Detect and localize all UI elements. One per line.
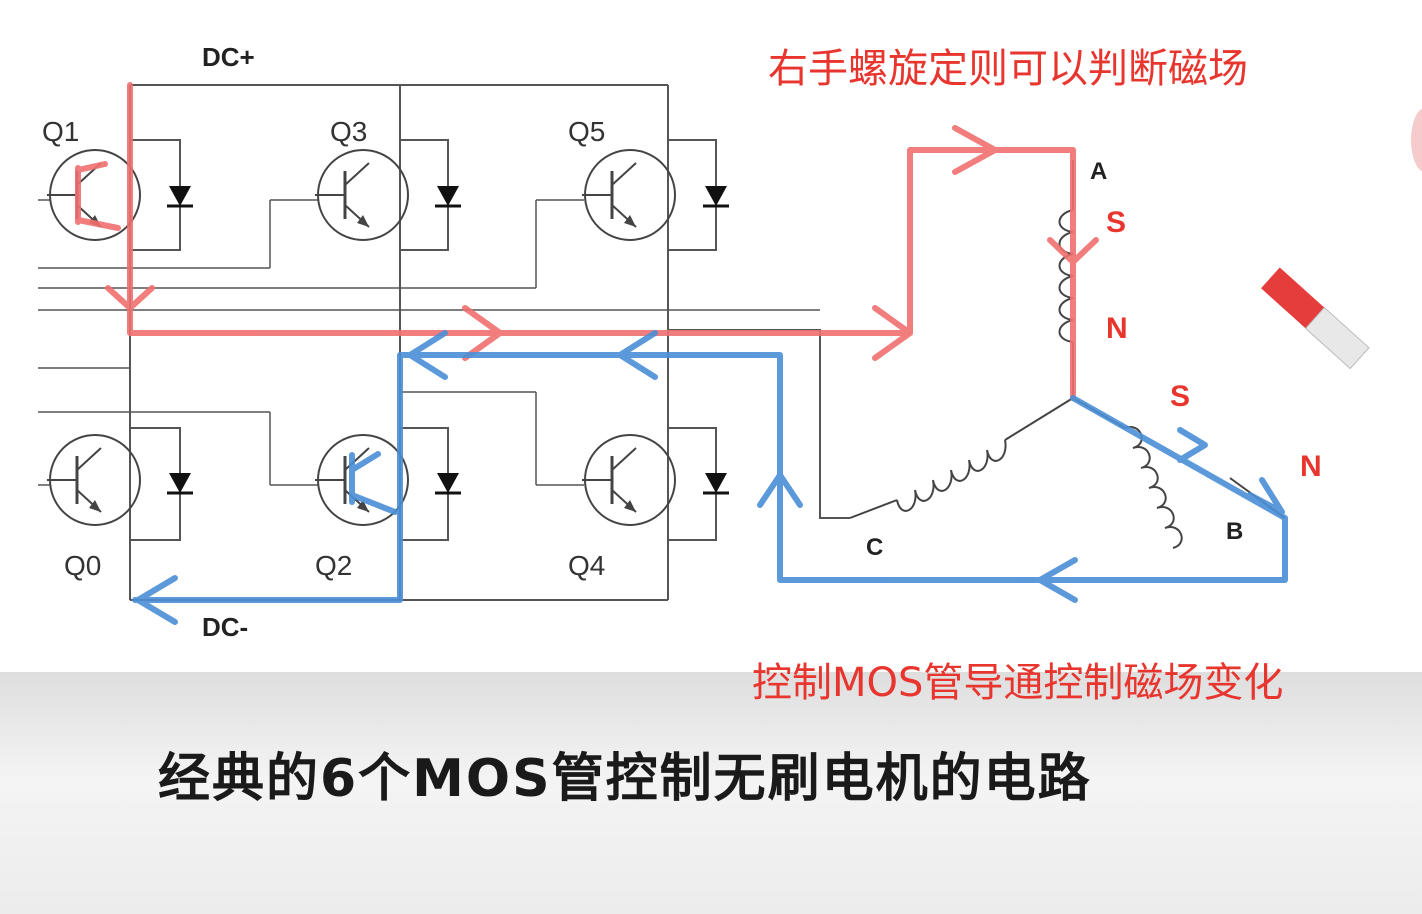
diode-q3	[433, 184, 463, 208]
label-q0: Q0	[64, 550, 102, 581]
pole-b-n: N	[1300, 450, 1322, 483]
label-q3: Q3	[330, 116, 368, 147]
diode-q1	[165, 184, 195, 208]
bar-magnet-icon	[1261, 267, 1370, 370]
transistor-q4	[580, 433, 677, 527]
motor-windings	[849, 160, 1286, 549]
diode-q0	[165, 471, 195, 495]
label-terminal-c: C	[866, 534, 884, 561]
edge-blur	[1411, 108, 1422, 172]
label-terminal-b: B	[1226, 518, 1244, 545]
label-terminal-a: A	[1090, 158, 1108, 185]
pole-a-n: N	[1106, 312, 1128, 345]
label-dc-minus: DC-	[202, 612, 249, 642]
page-caption: 经典的6个MOS管控制无刷电机的电路	[158, 749, 1092, 809]
pole-a-s: S	[1106, 206, 1127, 239]
transistor-q3	[313, 148, 410, 242]
pole-b-s: S	[1170, 380, 1191, 413]
diode-q2	[433, 471, 463, 495]
diode-q4	[701, 471, 731, 495]
label-q4: Q4	[568, 550, 606, 581]
transistor-q0	[45, 433, 142, 527]
current-path-in	[75, 82, 1099, 401]
label-q1: Q1	[42, 116, 80, 147]
label-q5: Q5	[568, 116, 606, 147]
gate-lines	[38, 199, 820, 486]
diode-q5	[701, 184, 731, 208]
caption-band	[0, 672, 1422, 914]
label-dc-plus: DC+	[202, 42, 255, 72]
note-mos-control: 控制MOS管导通控制磁场变化	[752, 660, 1284, 706]
current-path-out	[132, 330, 1288, 625]
label-q2: Q2	[315, 550, 353, 581]
note-right-hand-rule: 右手螺旋定则可以判断磁场	[768, 46, 1248, 92]
transistor-q5	[580, 148, 677, 242]
